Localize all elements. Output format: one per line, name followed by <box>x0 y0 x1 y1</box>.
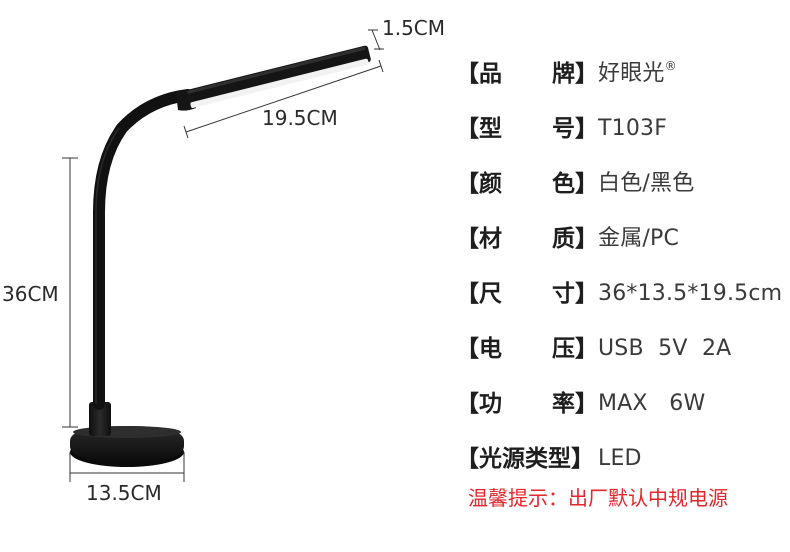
lamp-gooseneck-highlight <box>95 127 120 404</box>
spec-row-brand: 【品 牌】 好眼光® <box>456 46 790 101</box>
spec-value: 金属/PC <box>598 225 680 251</box>
spec-row-voltage: 【电 压】 USB 5V 2A <box>456 321 790 376</box>
spec-value: 36*13.5*19.5cm <box>598 280 783 306</box>
dimension-bar-length <box>183 59 384 139</box>
spec-row-model: 【型 号】 T103F <box>456 101 790 156</box>
spec-key-left: 【型 <box>456 115 502 142</box>
spec-key-left: 【品 <box>456 60 502 87</box>
spec-key: 【型 号】 <box>456 112 598 146</box>
spec-row-power: 【功 率】 MAX 6W <box>456 376 790 431</box>
spec-key: 【尺 寸】 <box>456 277 598 311</box>
spec-value: 好眼光® <box>598 57 677 91</box>
spec-value: LED <box>598 445 642 471</box>
spec-row-light-source: 【光源类型】 LED <box>456 431 790 486</box>
spec-key: 【电 压】 <box>456 332 598 366</box>
spec-value: 白色/黑色 <box>598 170 695 196</box>
spec-key-right: 寸】 <box>552 280 598 307</box>
dimension-bar-thickness <box>368 29 384 51</box>
dimension-height <box>62 157 78 428</box>
spec-key-full: 【光源类型】 <box>456 445 594 472</box>
spec-key: 【光源类型】 <box>456 442 598 476</box>
spec-value: T103F <box>598 115 668 141</box>
spec-row-size: 【尺 寸】 36*13.5*19.5cm <box>456 266 790 321</box>
dimension-label-height: 36CM <box>2 282 59 306</box>
spec-value: MAX 6W <box>598 390 706 416</box>
dimension-label-thickness: 1.5CM <box>382 16 446 40</box>
lamp-gooseneck <box>93 89 194 410</box>
dimension-label-length: 19.5CM <box>262 106 338 130</box>
dimension-base <box>69 452 185 482</box>
spec-key-left: 【颜 <box>456 170 502 197</box>
dimension-label-base: 13.5CM <box>86 481 162 505</box>
spec-key-left: 【材 <box>456 225 502 252</box>
spec-key: 【材 质】 <box>456 222 598 256</box>
spec-key: 【功 率】 <box>456 387 598 421</box>
spec-key: 【品 牌】 <box>456 57 598 91</box>
notice-text: 温馨提示：出厂默认中规电源 <box>468 486 728 510</box>
spec-key-right: 牌】 <box>552 60 598 87</box>
lamp-light-bar <box>183 45 371 108</box>
spec-key: 【颜 色】 <box>456 167 598 201</box>
spec-key-right: 压】 <box>552 335 598 362</box>
spec-key-right: 率】 <box>552 390 598 417</box>
desk-lamp-illustration <box>62 29 384 482</box>
spec-key-left: 【电 <box>456 335 502 362</box>
lamp-collar <box>89 402 111 436</box>
spec-value-text: 好眼光 <box>598 60 665 86</box>
spec-key-right: 号】 <box>552 115 598 142</box>
spec-key-left: 【功 <box>456 390 502 417</box>
spec-key-left: 【尺 <box>456 280 502 307</box>
spec-row-material: 【材 质】 金属/PC <box>456 211 790 266</box>
spec-row-color: 【颜 色】 白色/黑色 <box>456 156 790 211</box>
registered-mark: ® <box>664 58 677 73</box>
spec-key-right: 质】 <box>552 225 598 252</box>
spec-key-right: 色】 <box>552 170 598 197</box>
lamp-light-strip <box>190 58 369 108</box>
spec-list: 【品 牌】 好眼光® 【型 号】 T103F 【颜 色】 <box>456 46 790 486</box>
spec-value: USB 5V 2A <box>598 335 732 361</box>
